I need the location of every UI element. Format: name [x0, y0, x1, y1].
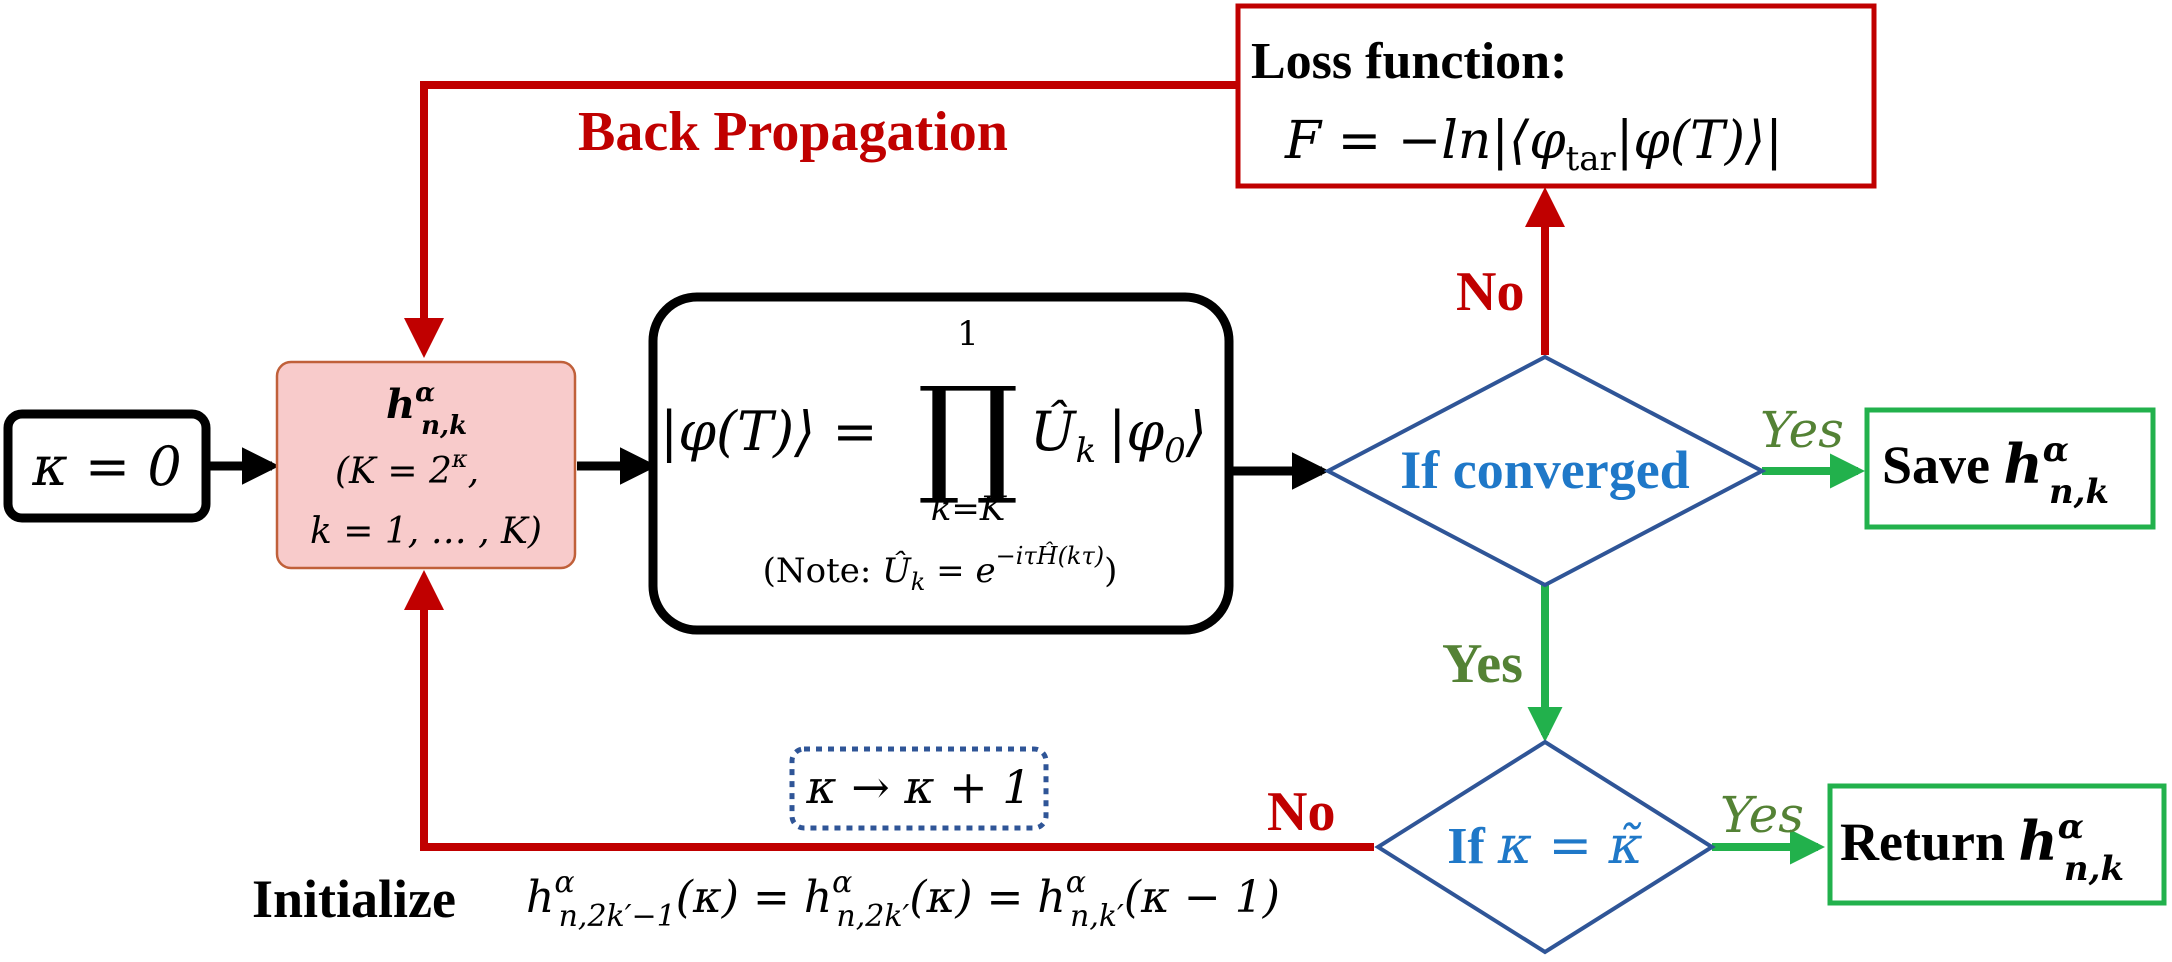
- product-symbol: ∏: [917, 360, 1019, 509]
- converged-label: If converged: [1400, 440, 1689, 500]
- product-lower-limit: k=K: [931, 489, 1008, 529]
- back-propagation-label: Back Propagation: [578, 101, 1008, 163]
- start-node: κ = 0: [3, 409, 211, 523]
- arrow-kappa-to-init: [404, 570, 1374, 851]
- edge-label-yes-right-top: Yes: [1760, 401, 1844, 459]
- init-line-3: k = 1, … , K): [310, 511, 542, 552]
- product-note: (Note: Ûk = e−iτĤ(kτ)): [763, 541, 1118, 596]
- init-line-2: (K = 2κ,: [335, 445, 479, 492]
- edge-label-yes-down: Yes: [1442, 633, 1523, 695]
- product-upper-limit: 1: [957, 314, 979, 354]
- edge-label-no-top: No: [1456, 261, 1524, 323]
- converged-decision: If converged: [1323, 354, 1767, 588]
- product-rhs: Ûk|φ0⟩: [1030, 399, 1207, 471]
- kappa-label: If κ = κ̃: [1447, 816, 1642, 876]
- increment-label: κ → κ + 1: [805, 760, 1031, 814]
- product-formula-box: |φ(T)⟩ = 1 ∏ k=K Ûk|φ0⟩ (Note: Ûk = e−iτ…: [648, 292, 1234, 635]
- loss-function-box: Loss function: F = −ln|⟨φtar|φ(T)⟩|: [1235, 3, 1877, 189]
- loss-title: Loss function:: [1251, 33, 1567, 90]
- arrow-back-propagation: [404, 81, 1238, 358]
- increment-box: κ → κ + 1: [789, 746, 1049, 831]
- product-lhs: |φ(T)⟩ =: [660, 400, 878, 463]
- edge-label-yes-right-bottom: Yes: [1720, 786, 1804, 844]
- edge-label-no-bottom: No: [1267, 781, 1335, 843]
- start-label: κ = 0: [31, 435, 181, 498]
- loss-formula: F = −ln|⟨φtar|φ(T)⟩|: [1284, 111, 1783, 179]
- initialize-word: Initialize: [252, 869, 456, 929]
- kappa-decision: If κ = κ̃: [1374, 739, 1716, 955]
